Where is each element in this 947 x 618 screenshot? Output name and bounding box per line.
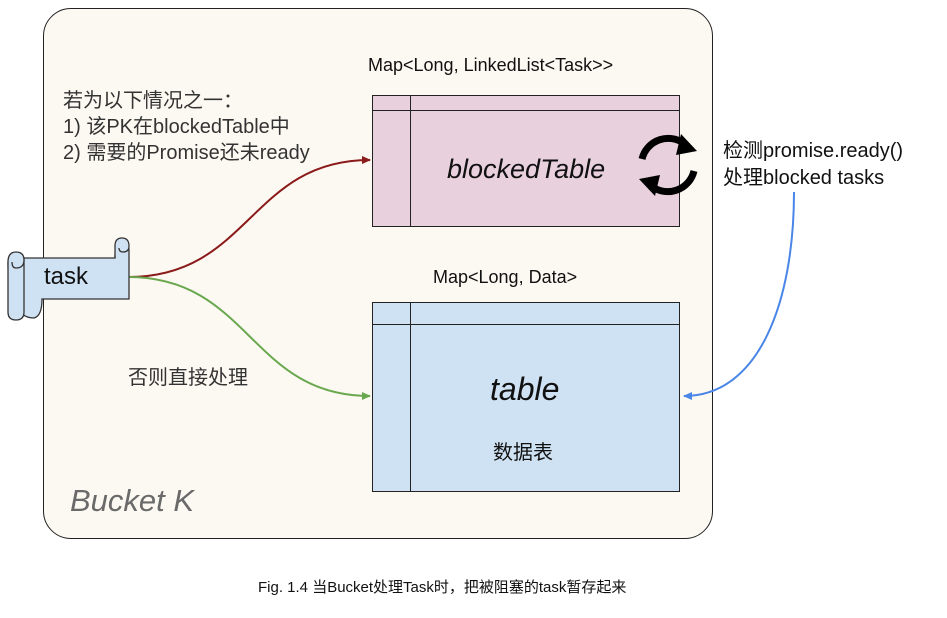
bucket-label: Bucket K (70, 483, 195, 518)
refresh-cycle-icon (638, 134, 698, 196)
blocked-table-box (372, 95, 680, 227)
arrow-side-note-to-table (683, 191, 795, 400)
blocked-map-type: Map<Long, LinkedList<Task>> (368, 55, 614, 75)
task-scroll-shape (7, 237, 130, 321)
otherwise-label: 否则直接处理 (128, 367, 248, 389)
condition-line-1: 若为以下情况之一： (63, 90, 243, 112)
arrow-to-data-table (127, 276, 371, 400)
blocked-column-line (410, 96, 411, 226)
side-note-line-1: 检测promise.ready() (723, 140, 904, 162)
data-map-type: Map<Long, Data> (433, 267, 578, 287)
side-note: 检测promise.ready() 处理blocked tasks (723, 138, 903, 192)
data-header-line (373, 324, 679, 325)
data-table-box (372, 302, 680, 492)
blocked-table-name: blockedTable (447, 154, 606, 184)
task-label: task (44, 263, 89, 290)
condition-text: 若为以下情况之一： 1) 该PK在blockedTable中 2) 需要的Pro… (63, 88, 310, 166)
condition-line-2: 1) 该PK在blockedTable中 (63, 116, 290, 138)
data-table-name: table (490, 371, 560, 407)
blocked-header-line (373, 110, 679, 111)
side-note-line-2: 处理blocked tasks (723, 167, 885, 189)
figure-caption: Fig. 1.4 当Bucket处理Task时，把被阻塞的task暂存起来 (258, 579, 627, 596)
condition-line-3: 2) 需要的Promise还未ready (63, 142, 310, 164)
data-table-subtitle: 数据表 (493, 442, 553, 464)
data-column-line (410, 303, 411, 491)
arrow-to-blocked-table (127, 156, 371, 278)
